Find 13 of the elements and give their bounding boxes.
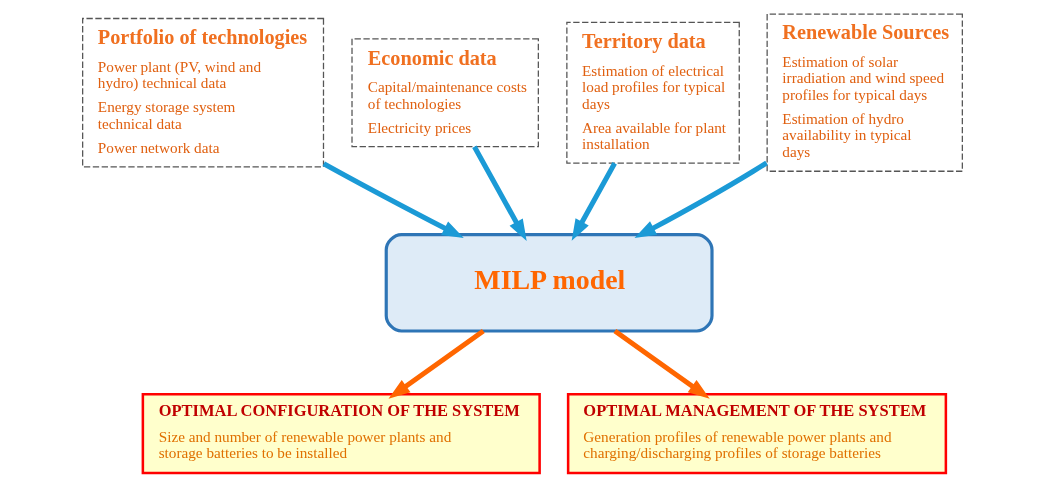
arrow — [634, 160, 768, 238]
node-box: Portfolio of technologies Power plant (PV, wind and hydro) technical data Energy storage system technical data Power network data — [81, 17, 324, 167]
node-box: OPTIMAL MANAGEMENT OF THE SYSTEM Generation profiles of renewable power plants and charging/discharging profiles of storage batteries — [566, 392, 947, 474]
node-box: OPTIMAL CONFIGURATION OF THE SYSTEM Size and number of renewable power plants and storage batteries to be installed — [141, 392, 541, 474]
node-box: Territory data Estimation of electrical load profiles for typical days Area available for plant installation — [565, 21, 740, 164]
node-box: Economic data Capital/maintenance costs of technologies Electricity prices — [350, 37, 539, 147]
arrow — [612, 328, 710, 399]
arrow — [571, 161, 617, 241]
arrow — [388, 328, 485, 399]
arrow — [471, 144, 527, 241]
node-box: MILP model — [384, 232, 714, 333]
arrow — [322, 161, 464, 238]
node-box: Renewable Sources Estimation of solar irradiation and wind speed profiles for typical days Estimation of hydro availability in typical days — [766, 12, 963, 172]
